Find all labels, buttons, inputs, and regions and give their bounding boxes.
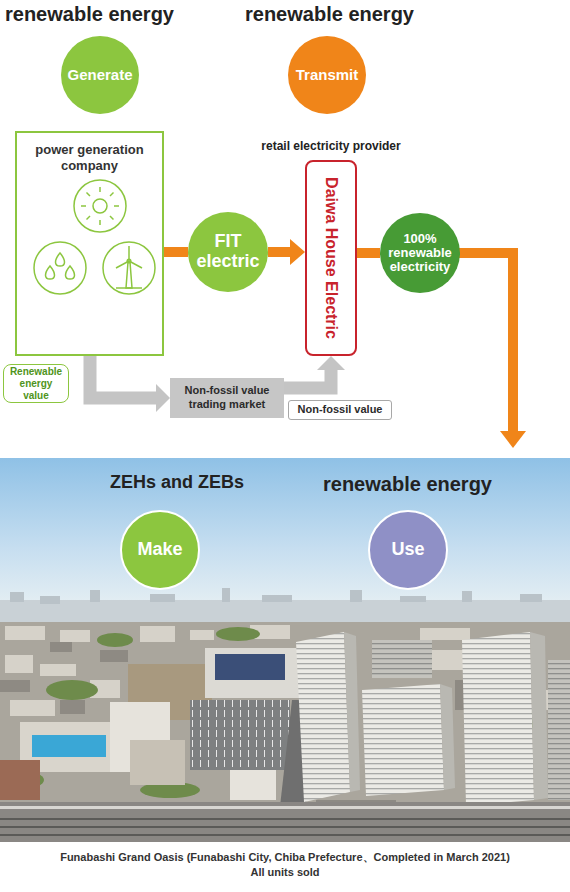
supply-arrow [458, 253, 526, 448]
node-text: Renewable energy value [7, 366, 65, 402]
node-text: FIT electric [193, 232, 263, 272]
connector-line [284, 370, 331, 389]
flow-connector [268, 239, 305, 265]
sun-icon [74, 180, 126, 232]
aerial-photo [0, 458, 570, 842]
flow-circle: FIT electric [188, 212, 268, 292]
heading-label: renewable energy [5, 2, 174, 26]
connector-line [357, 248, 380, 258]
arrow-head [290, 239, 305, 265]
value-tag: Renewable energy value [3, 364, 69, 403]
node-text: 100% renewable electricity [384, 232, 456, 275]
stage-circle: Make [120, 510, 200, 590]
node-text: Generate [63, 67, 137, 84]
connector-line [90, 356, 157, 398]
node-text: Non-fossil value [298, 403, 383, 416]
connector-line [164, 247, 188, 257]
heading-label: ZEHs and ZEBs [110, 472, 244, 494]
value-tag: Non-fossil value [288, 400, 392, 420]
provider-box: Daiwa House Electric [305, 160, 357, 356]
node-text: Non-fossil value trading market [174, 384, 280, 412]
water-icon [34, 242, 86, 294]
photo-caption: Funabashi Grand Oasis (Funabashi City, C… [60, 850, 510, 880]
flow-circle: 100% renewable electricity [380, 213, 460, 293]
flow-connector [90, 356, 170, 412]
flow-connector [164, 252, 188, 253]
arrow-head [156, 384, 170, 412]
stage-circle: Use [368, 510, 448, 590]
node-text: Daiwa House Electric [323, 177, 339, 339]
step-circle: Generate [61, 36, 139, 114]
node-text: power generation company [23, 142, 156, 175]
arrow-head [317, 356, 345, 370]
node-text: Make [125, 540, 195, 560]
node-text: Use [373, 540, 443, 560]
step-circle: Transmit [288, 36, 366, 114]
connector-line [268, 247, 291, 257]
flow-connector [284, 356, 345, 388]
heading-label: retail electricity provider [245, 139, 417, 153]
heading-label: renewable energy [245, 2, 414, 26]
heading-label: renewable energy [323, 472, 492, 496]
flow-connector [357, 253, 380, 254]
wind-icon [103, 242, 155, 294]
market-box: Non-fossil value trading market [170, 378, 284, 418]
company-box: power generation company [15, 131, 164, 356]
node-text: Transmit [290, 67, 364, 84]
